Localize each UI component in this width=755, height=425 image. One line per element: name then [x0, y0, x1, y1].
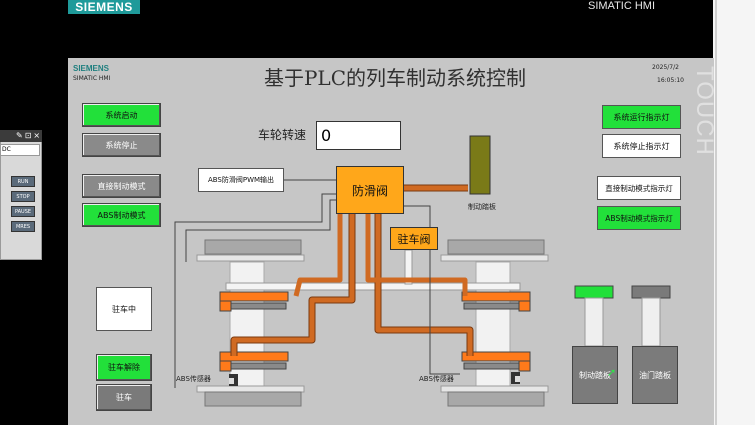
throttle-pedal-stem	[641, 297, 661, 347]
system-start-button[interactable]: 系统启动	[82, 103, 161, 127]
right-bezel-edge	[715, 0, 717, 425]
abs-sensor-left-window	[229, 378, 234, 384]
abs-sensor-left-label: ABS传感器	[176, 375, 211, 383]
parking-release-button[interactable]: 驻车解除	[96, 354, 152, 381]
right-bezel	[713, 0, 755, 425]
hmi-sub-brand: SIMATIC HMI	[73, 75, 111, 82]
plc-sim-titlebar[interactable]	[0, 130, 42, 142]
device-model-label: SIMATIC HMI	[588, 0, 656, 12]
cursor-pointer-icon: ➚	[607, 366, 617, 379]
abs-mode-indicator: ABS制动模式指示灯	[597, 206, 681, 230]
plc-sim-pause-button[interactable]: PAUSE	[11, 206, 35, 217]
right-bottom-brake-pad	[463, 362, 520, 370]
device-touch-label: TOUCH	[691, 66, 718, 156]
time-display: 16:05:10	[657, 77, 684, 84]
direct-brake-mode-button[interactable]: 直接制动模式	[82, 174, 161, 198]
right-bottom-rail-block	[447, 391, 545, 407]
brake-pedal-button[interactable]: 制动踏板	[572, 346, 618, 404]
left-top-brake-pad	[230, 302, 287, 310]
signal-lines	[174, 179, 460, 388]
page-title: 基于PLC的列车制动系统控制	[263, 66, 527, 90]
abs-brake-mode-button[interactable]: ABS制动模式	[82, 203, 161, 227]
left-bottom-rail-block	[204, 391, 302, 407]
brake-pedal-indicator	[574, 285, 614, 299]
system-running-indicator: 系统运行指示灯	[602, 105, 681, 129]
throttle-pedal-cap	[631, 285, 671, 299]
left-bottom-caliper-lip	[219, 360, 232, 372]
throttle-pedal-button[interactable]: 油门踏板	[632, 346, 678, 404]
right-top-rail-block	[447, 239, 545, 255]
wheel-speed-label: 车轮转速	[258, 128, 307, 142]
right-top-brake-pad	[463, 302, 520, 310]
plc-sim-field[interactable]: DC	[0, 144, 40, 156]
device-brand-logo: SIEMENS	[68, 0, 140, 14]
plc-sim-stop-button[interactable]: STOP	[11, 191, 35, 202]
date-display: 2025/7/2	[652, 64, 679, 71]
right-bottom-rail	[440, 385, 549, 393]
abs-sensor-right-label: ABS传感器	[419, 375, 454, 383]
right-bottom-caliper	[461, 351, 531, 362]
left-top-caliper-lip	[219, 300, 232, 312]
anti-skid-valve: 防滑阀	[336, 166, 404, 214]
parking-pipe	[225, 282, 521, 291]
right-top-rail	[440, 254, 549, 262]
plc-sim-window-icons[interactable]: ✎⊡×	[16, 131, 43, 140]
abs-pwm-output-display: ABS防滑阀PWM输出	[198, 168, 284, 192]
system-stopped-indicator: 系统停止指示灯	[602, 134, 681, 158]
left-top-rail	[196, 254, 305, 262]
parking-pipe-vertical	[404, 249, 413, 285]
right-bottom-caliper-lip	[518, 360, 531, 372]
brake-pedal-caption: 制动踏板	[468, 203, 496, 211]
brake-pedal-shaft	[469, 135, 491, 195]
direct-mode-indicator: 直接制动模式指示灯	[597, 176, 681, 200]
parking-button[interactable]: 驻车	[96, 384, 152, 411]
abs-sensor-right-window	[515, 376, 520, 382]
left-bottom-caliper	[219, 351, 289, 362]
hydraulic-pipes	[231, 185, 473, 356]
hmi-brand: SIEMENS	[73, 64, 110, 73]
brake-pedal-stem	[584, 297, 604, 347]
parking-status-indicator: 驻车中	[96, 287, 152, 331]
wheel-speed-field[interactable]: 0	[316, 121, 401, 150]
left-bottom-brake-pad	[230, 362, 287, 370]
left-top-rail-block	[204, 239, 302, 255]
parking-valve: 驻车阀	[390, 227, 438, 250]
left-top-caliper	[219, 291, 289, 302]
right-top-caliper-lip	[518, 300, 531, 312]
plc-sim-mres-button[interactable]: MRES	[11, 221, 35, 232]
system-stop-button[interactable]: 系统停止	[82, 133, 161, 157]
left-bottom-rail	[196, 385, 305, 393]
plc-sim-run-button[interactable]: RUN	[11, 176, 35, 187]
right-top-caliper	[461, 291, 531, 302]
